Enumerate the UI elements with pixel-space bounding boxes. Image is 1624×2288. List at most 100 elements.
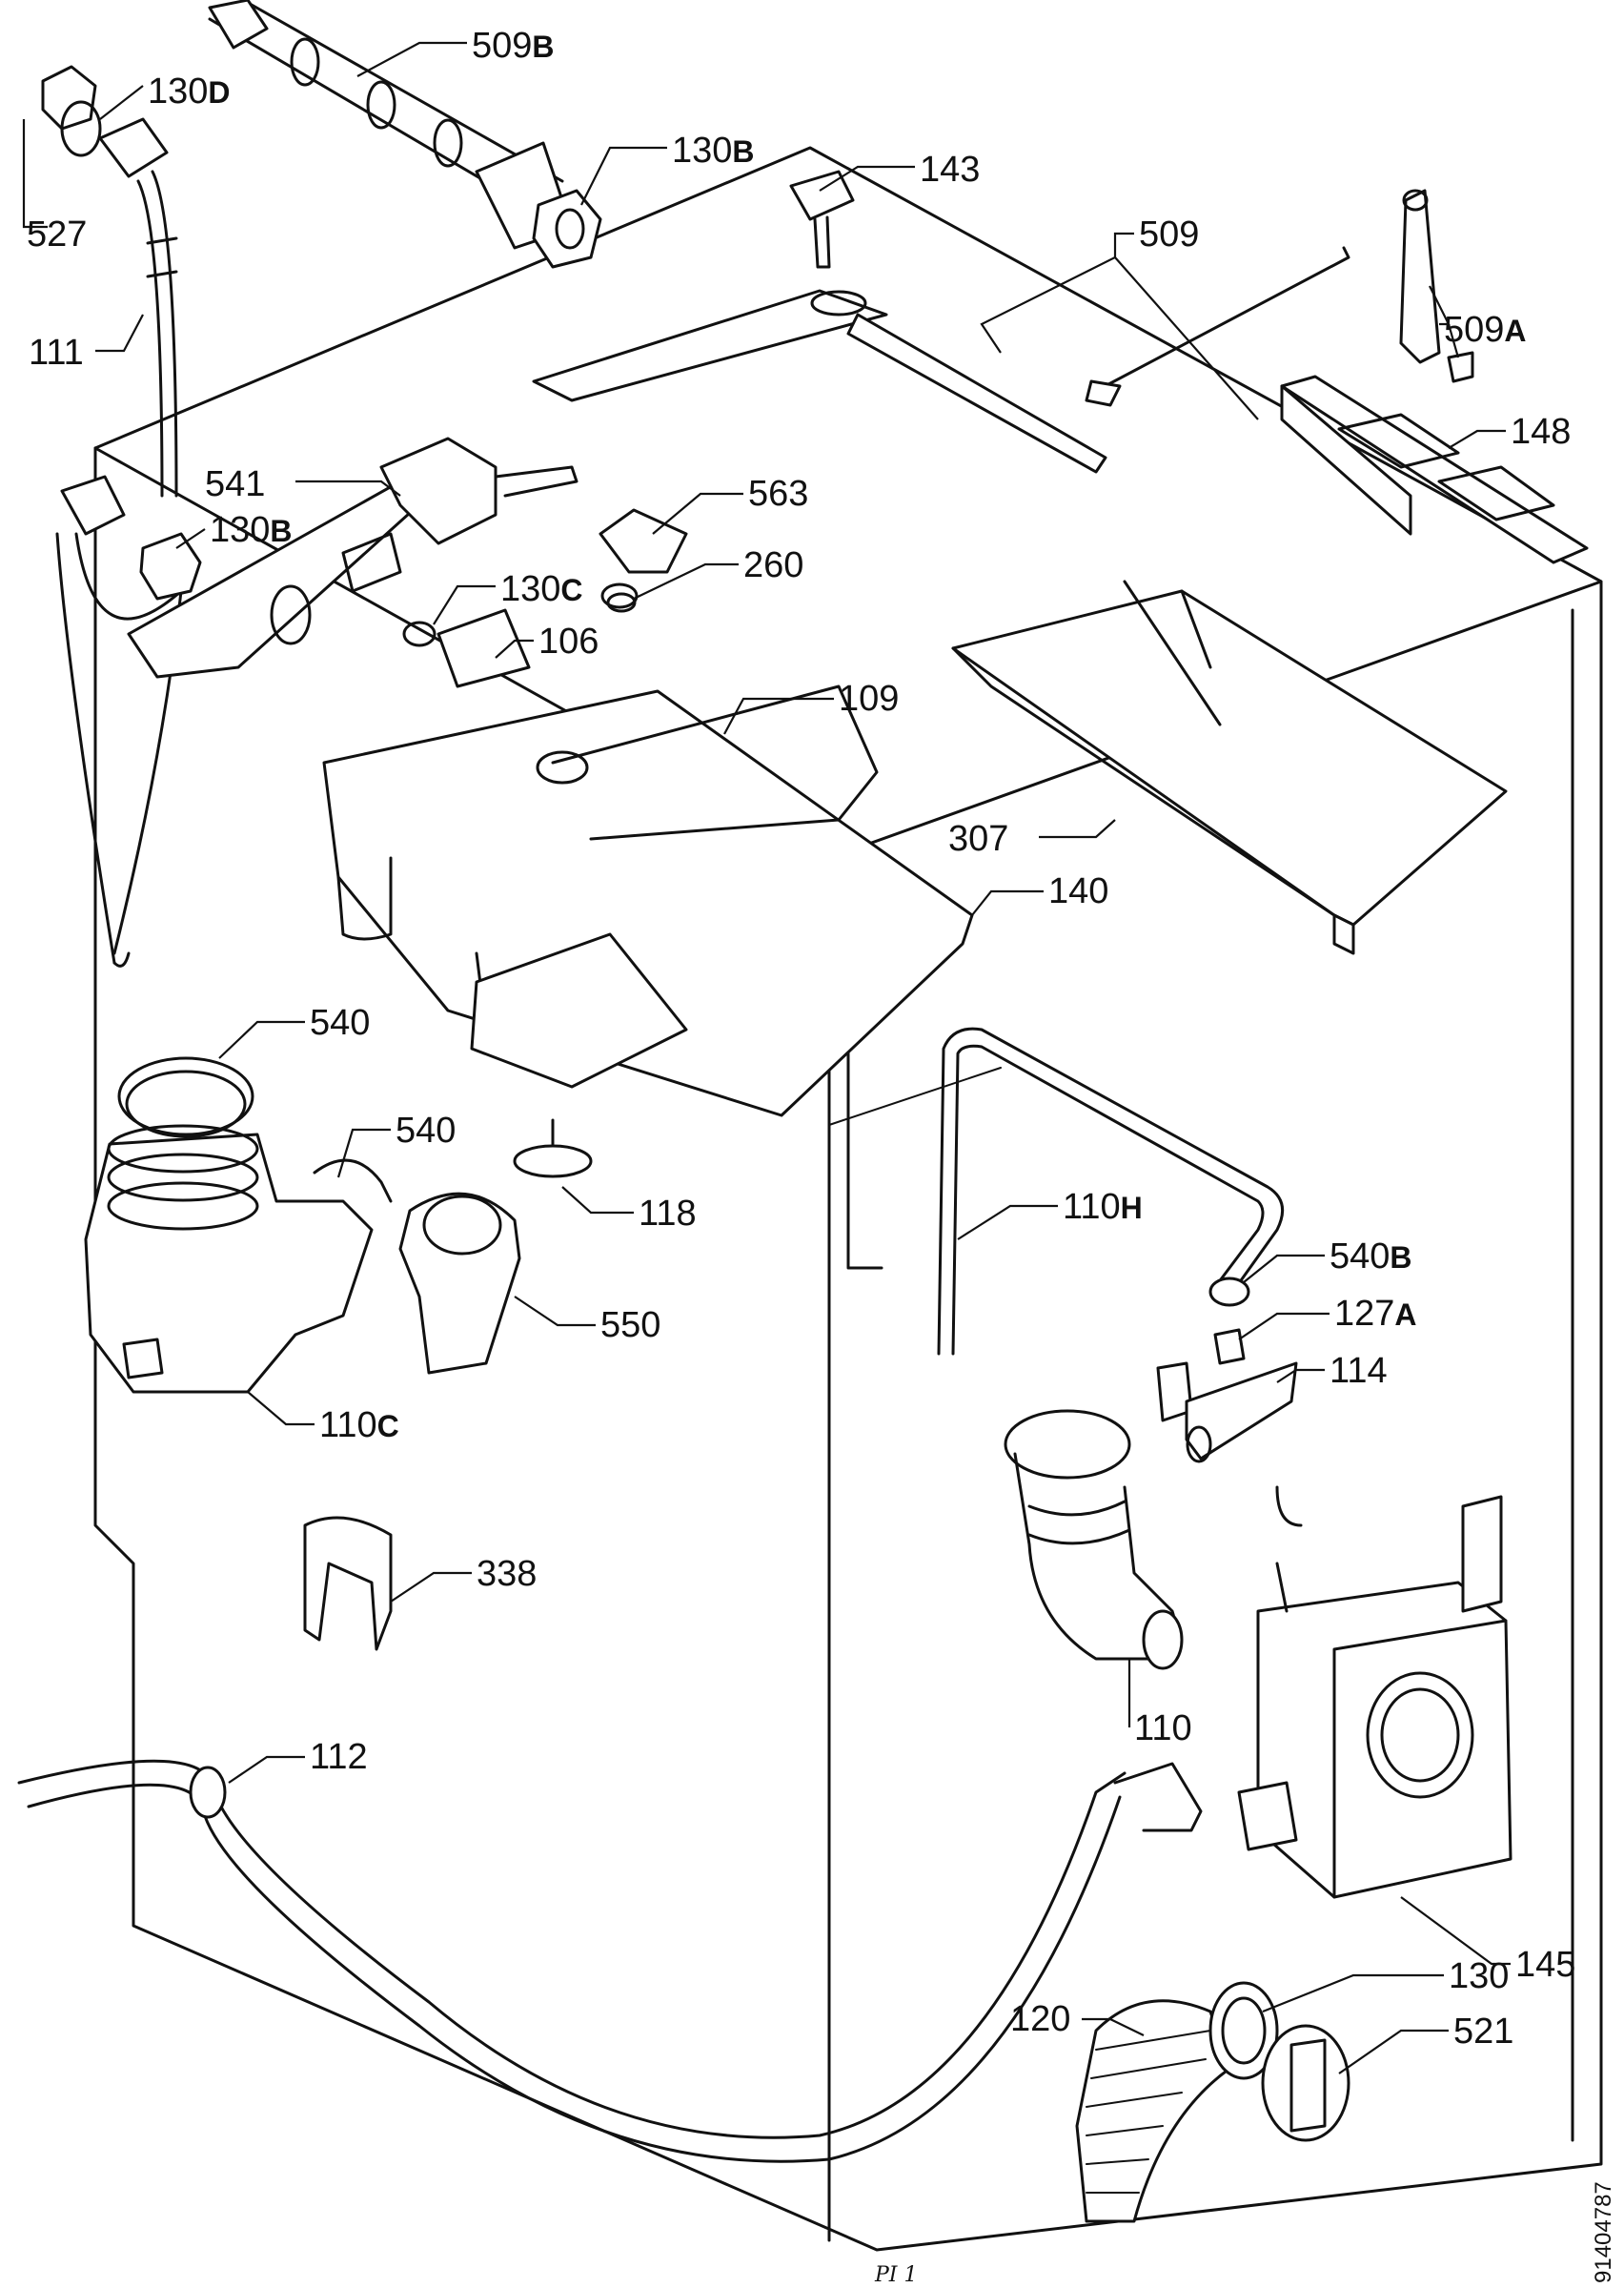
corner-mark: PI 1 <box>874 2263 917 2287</box>
link-509a <box>1399 189 1474 383</box>
callout-number: 110 <box>1063 1187 1121 1227</box>
callout-number: 130 <box>148 72 208 112</box>
callout-106: 106 <box>538 622 599 662</box>
callout-110h: 110H <box>1063 1187 1143 1227</box>
callout-114: 114 <box>1330 1351 1388 1391</box>
sump-hose-110c <box>84 1124 374 1394</box>
callout-number: 550 <box>600 1305 660 1345</box>
callout-509: 509 <box>1139 214 1199 255</box>
valve-106 <box>402 608 531 688</box>
callout-number: 540 <box>1330 1236 1390 1277</box>
callout-127a: 127A <box>1334 1294 1417 1334</box>
callout-140: 140 <box>1048 871 1108 911</box>
callout-number: 106 <box>538 622 599 662</box>
hose-111 <box>55 117 183 968</box>
callout-number: 112 <box>310 1737 368 1777</box>
leader-lines <box>22 41 1511 2074</box>
clamp-540-a <box>117 1056 254 1138</box>
callout-130: 130 <box>1449 1956 1509 1996</box>
callout-110c: 110C <box>319 1405 399 1445</box>
callout-number: 127 <box>1334 1294 1394 1334</box>
callout-suffix: C <box>377 1409 399 1443</box>
callout-527: 527 <box>27 214 87 255</box>
callout-540-a: 540 <box>310 1003 370 1043</box>
callout-number: 130 <box>500 569 560 609</box>
callout-130c: 130C <box>500 569 583 609</box>
callout-number: 130 <box>672 131 732 171</box>
washer-130d <box>60 100 102 157</box>
callout-suffix: A <box>1394 1297 1416 1332</box>
callout-307: 307 <box>948 819 1008 859</box>
nipple-127a <box>1213 1328 1246 1365</box>
cabinet-outline <box>93 146 1603 2252</box>
callout-540-b: 540 <box>396 1111 456 1151</box>
valve-143 <box>789 170 855 269</box>
callout-130b-mid: 130B <box>210 510 293 550</box>
drain-hose-112 <box>17 1759 1203 2163</box>
callout-number: 541 <box>205 464 265 504</box>
callout-145: 145 <box>1515 1945 1575 1985</box>
callout-number: 111 <box>29 333 84 373</box>
callout-130b-top: 130B <box>672 131 755 171</box>
callout-number: 509 <box>472 26 532 66</box>
lever-509 <box>532 289 1107 474</box>
callout-suffix: B <box>1390 1240 1411 1275</box>
callout-number: 130 <box>1449 1956 1509 1996</box>
callout-number: 563 <box>748 474 808 514</box>
callout-109: 109 <box>839 679 899 719</box>
clamp-540-b <box>313 1158 393 1203</box>
callout-suffix: B <box>270 514 292 548</box>
clamp-540b <box>1208 1277 1250 1307</box>
float-118 <box>513 1118 593 1178</box>
callout-number: 338 <box>477 1554 537 1594</box>
callout-509a: 509A <box>1444 310 1527 350</box>
callout-number: 110 <box>1134 1708 1192 1748</box>
callout-120: 120 <box>1010 1999 1070 2039</box>
pressure-switch-114 <box>1156 1361 1298 1463</box>
callout-number: 527 <box>27 214 87 255</box>
nut-130b-mid <box>139 532 202 601</box>
callout-suffix: D <box>208 75 230 110</box>
callout-number: 509 <box>1444 310 1504 350</box>
callout-563: 563 <box>748 474 808 514</box>
document-number: 91404787 <box>1591 2181 1616 2283</box>
callout-number: 148 <box>1511 412 1571 452</box>
callout-148: 148 <box>1511 412 1571 452</box>
callout-number: 260 <box>743 545 803 585</box>
valve-bracket-541 <box>127 437 579 679</box>
nut-527 <box>41 65 97 131</box>
rod-509 <box>1085 246 1350 407</box>
cover-563 <box>599 508 688 574</box>
callout-suffix: A <box>1504 314 1526 348</box>
callout-521: 521 <box>1453 2012 1513 2052</box>
holder-550 <box>398 1192 521 1375</box>
callout-541: 541 <box>205 464 265 504</box>
callout-143: 143 <box>920 150 980 190</box>
callout-130d: 130D <box>148 72 231 112</box>
callout-suffix: H <box>1121 1191 1143 1225</box>
callout-number: 540 <box>310 1003 370 1043</box>
cap-521 <box>1261 2024 1350 2142</box>
callout-number: 110 <box>319 1405 377 1445</box>
callout-550: 550 <box>600 1305 660 1345</box>
callout-number: 120 <box>1010 1999 1070 2039</box>
dispenser-housing-109 <box>322 684 974 1117</box>
callout-number: 521 <box>1453 2012 1513 2052</box>
callout-110: 110 <box>1134 1708 1192 1748</box>
drawer-307 <box>951 580 1508 955</box>
clip-338 <box>303 1516 393 1651</box>
hose-110h <box>937 1027 1285 1356</box>
callout-111: 111 <box>29 333 84 373</box>
callout-260: 260 <box>743 545 803 585</box>
filter-120 <box>1075 1999 1231 2223</box>
spring-260 <box>600 582 639 613</box>
callout-number: 145 <box>1515 1945 1575 1985</box>
callout-suffix: C <box>560 573 582 607</box>
pump-145 <box>1237 1485 1512 1899</box>
callout-509b: 509B <box>472 26 555 66</box>
callout-number: 118 <box>639 1194 697 1234</box>
nut-130b-top <box>532 189 602 269</box>
